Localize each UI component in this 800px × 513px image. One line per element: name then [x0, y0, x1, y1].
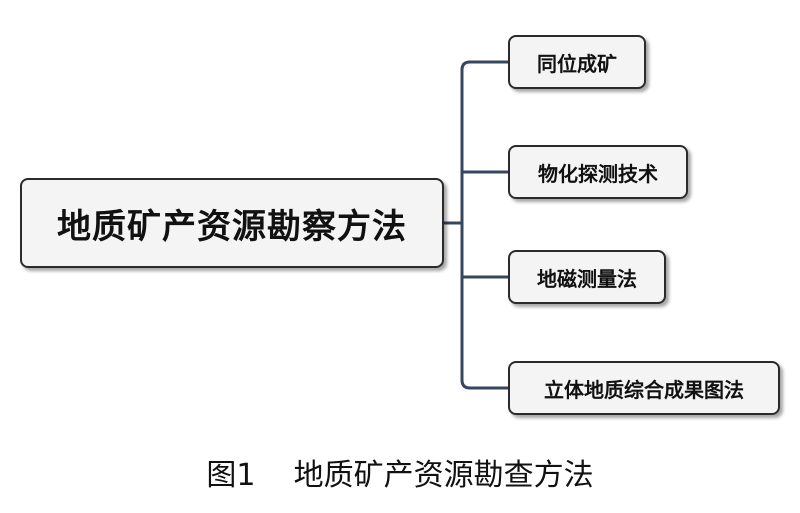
root-node: 地质矿产资源勘察方法: [20, 178, 444, 268]
child-node-label: 立体地质综合成果图法: [544, 377, 744, 402]
child-node-4: 立体地质综合成果图法: [508, 361, 780, 415]
child-node-1: 同位成矿: [508, 35, 646, 89]
root-node-label: 地质矿产资源勘察方法: [57, 206, 407, 247]
child-node-2: 物化探测技术: [508, 145, 688, 199]
child-node-label: 同位成矿: [537, 51, 617, 76]
child-node-label: 地磁测量法: [537, 266, 637, 291]
connector-trunk: [460, 60, 472, 390]
child-node-3: 地磁测量法: [508, 250, 666, 304]
figure-caption: 图1 地质矿产资源勘查方法: [0, 450, 800, 494]
child-node-label: 物化探测技术: [538, 161, 658, 186]
figure-label: 图1: [206, 458, 256, 493]
figure-title: 地质矿产资源勘查方法: [293, 458, 594, 493]
